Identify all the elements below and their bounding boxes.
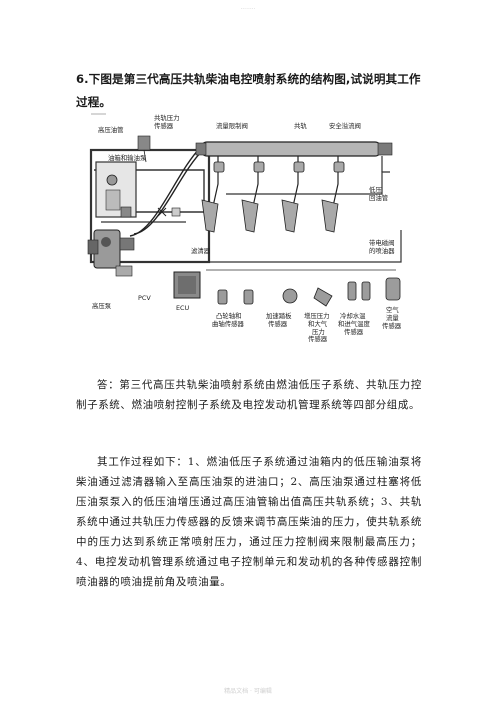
footer-watermark: 精品文档 · 可编辑 <box>224 688 272 695</box>
label-low-pressure-return-1: 低压 <box>369 185 382 194</box>
label-coolant-temp-sensor-1: 冷却水温 <box>340 311 366 320</box>
header-watermark: ········ <box>240 6 256 13</box>
label-boost-pressure-sensor-2: 和大气 <box>308 319 328 328</box>
system-diagram: 高压油管 共轨压力 传感器 流量限制阀 共轨 安全溢流阀 油箱和输油泵 低压 回… <box>86 112 411 342</box>
label-accel-pedal-sensor-1: 加速踏板 <box>266 311 292 320</box>
label-pcv: PCV <box>138 294 151 302</box>
diagram-svg: 高压油管 共轨压力 传感器 流量限制阀 共轨 安全溢流阀 油箱和输油泵 低压 回… <box>87 113 402 342</box>
label-common-rail: 共轨 <box>294 121 307 130</box>
pcv-valve <box>115 265 133 277</box>
label-solenoid-injector-1: 带电磁阀 <box>369 238 395 247</box>
answer-intro: 答：第三代高压共轨柴油喷射系统由燃油低压子系统、共轨压力控制子系统、燃油喷射控制… <box>76 378 422 411</box>
injectors <box>201 156 345 233</box>
label-solenoid-injector-2: 的喷油器 <box>369 246 395 255</box>
question-title: 6.下图是第三代高压共轨柴油电控喷射系统的结构图,试说明其工作过程。 <box>76 72 421 109</box>
label-high-pressure-pipe: 高压油管 <box>98 125 124 134</box>
label-filter: 滤清器 <box>191 246 211 255</box>
label-tank-and-feed-pump: 油箱和输油泵 <box>108 153 147 162</box>
label-air-flow-sensor-2: 流量 <box>386 313 399 322</box>
label-high-pressure-pump: 高压泵 <box>92 301 112 310</box>
label-cam-crank-sensor-2: 曲轴传感器 <box>212 319 245 328</box>
label-ecu: ECU <box>176 304 190 312</box>
rail-pressure-sensor <box>137 135 151 151</box>
label-air-flow-sensor-1: 空气 <box>386 305 399 314</box>
label-boost-pressure-sensor-4: 传感器 <box>308 334 328 342</box>
label-accel-pedal-sensor-2: 传感器 <box>268 319 288 328</box>
feed-pump <box>106 174 118 186</box>
label-boost-pressure-sensor-1: 增压压力 <box>304 311 330 320</box>
label-rail-pressure-sensor-2: 传感器 <box>154 121 174 130</box>
label-safety-overflow-valve: 安全溢流阀 <box>329 121 361 130</box>
label-flow-limiter: 流量限制阀 <box>216 121 248 130</box>
label-boost-pressure-sensor-3: 压力 <box>312 327 325 336</box>
sensor-row <box>217 277 401 307</box>
answer-process: 其工作过程如下：1、燃油低压子系统通过油箱内的低压输油泵将柴油通过滤清器输入至高… <box>76 455 422 588</box>
label-air-flow-sensor-3: 传感器 <box>382 321 402 330</box>
filter-symbol <box>120 206 132 218</box>
common-rail <box>200 141 382 157</box>
label-coolant-temp-sensor-2: 和进气温度 <box>338 319 371 328</box>
label-rail-pressure-sensor-1: 共轨压力 <box>154 113 180 122</box>
label-cam-crank-sensor-1: 凸轮轴和 <box>216 311 242 320</box>
label-coolant-temp-sensor-3: 传感器 <box>344 327 364 336</box>
label-low-pressure-return-2: 回油管 <box>369 193 388 202</box>
